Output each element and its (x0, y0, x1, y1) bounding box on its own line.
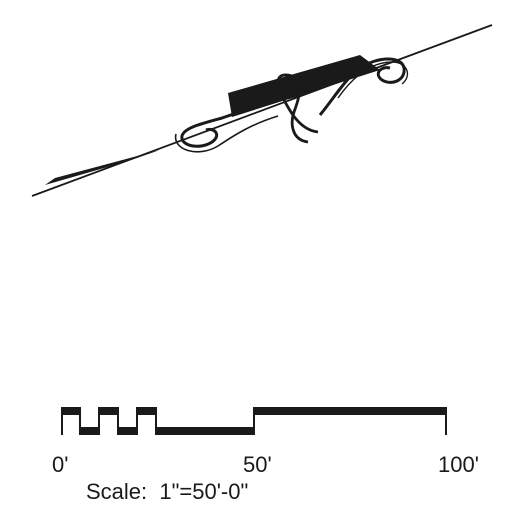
graphic-scale: 0' 50' 100' Scale: 1"=50'-0" (0, 395, 519, 531)
scale-segment-1 (62, 407, 80, 415)
north-arrow-left-scroll (180, 93, 301, 148)
scale-tick-50: 50' (243, 452, 272, 477)
scale-segment-5 (137, 407, 156, 415)
scale-segment-2 (80, 427, 99, 435)
scale-caption: Scale: 1"=50'-0" (86, 479, 249, 504)
scale-tick-100: 100' (438, 452, 479, 477)
north-arrow-left-scroll-inner (174, 115, 279, 153)
north-arrow-right-scroll (318, 57, 406, 116)
scale-bar (61, 407, 447, 435)
north-arrow-tail-wedge (45, 150, 160, 185)
scale-segment-7 (254, 407, 446, 415)
north-arrow-shaft (31, 24, 493, 197)
scale-segment-6 (156, 427, 254, 435)
north-arrow-right-scroll-inner (337, 61, 409, 99)
scale-segment-3 (99, 407, 118, 415)
north-arrow-head-wedge (228, 55, 380, 117)
north-arrow-icon (31, 24, 493, 197)
scale-tick-0: 0' (52, 452, 69, 477)
north-arrow-center-curl (276, 73, 319, 144)
scale-segment-4 (118, 427, 137, 435)
